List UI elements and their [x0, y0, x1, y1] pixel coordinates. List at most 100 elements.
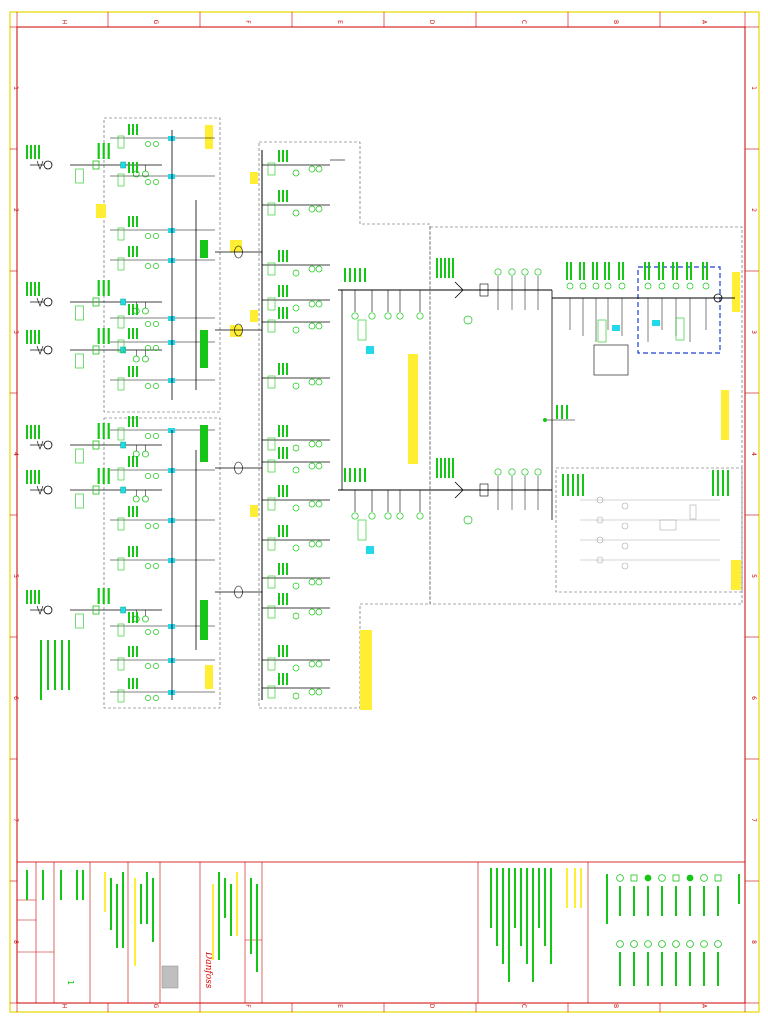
zone-number-right: 8 [750, 940, 757, 944]
generator-symbol [43, 485, 53, 495]
meter-symbol [315, 378, 323, 386]
title-line [212, 884, 214, 960]
breaker-symbol [92, 485, 100, 495]
label-strip [566, 405, 568, 419]
label-strip [354, 268, 356, 282]
note-line [538, 868, 540, 928]
meter-symbol [142, 450, 149, 458]
relay-box [267, 605, 276, 619]
meter-symbol [315, 322, 323, 330]
note-line [502, 868, 504, 964]
meter-symbol [521, 468, 529, 476]
meter-symbol [308, 378, 316, 386]
meter-symbol [153, 321, 159, 327]
meter-symbol [604, 282, 612, 290]
legend-symbol [700, 940, 708, 948]
relay-box [267, 375, 276, 389]
legend-text [619, 886, 621, 916]
label-strip [286, 250, 288, 262]
control-loop [593, 344, 629, 376]
meter-symbol [292, 692, 300, 700]
label-strip [278, 525, 280, 537]
legend-symbol [672, 940, 680, 948]
note-line [566, 868, 568, 908]
legend-symbol [700, 874, 708, 882]
label-strip [26, 330, 28, 344]
meter-symbol [351, 512, 359, 520]
cable-symbol [234, 461, 243, 475]
label-strip [282, 250, 284, 262]
label-strip [128, 678, 130, 689]
zone-number-left: 3 [12, 330, 19, 334]
label-strip [34, 470, 36, 484]
meter-symbol [315, 205, 323, 213]
relay-box [75, 493, 84, 509]
label-strip [282, 285, 284, 297]
meter-symbol [153, 179, 159, 185]
generator-symbol [43, 605, 53, 615]
bus-label-block [200, 425, 208, 462]
label-strip [102, 280, 105, 296]
note-line [520, 868, 522, 946]
label-strip [448, 458, 450, 478]
note-line [508, 868, 510, 982]
label-strip [132, 678, 134, 689]
meter-symbol [672, 282, 680, 290]
label-strip [34, 145, 36, 159]
zone-number-left: 5 [12, 574, 19, 578]
transformer-panel [429, 226, 743, 605]
title-line [110, 878, 112, 930]
meter-symbol [384, 312, 392, 320]
label-strip [440, 458, 442, 478]
meter-symbol [315, 500, 323, 508]
meter-symbol [142, 615, 149, 623]
meter-symbol [315, 165, 323, 173]
relay-box [267, 319, 276, 333]
label-strip [34, 425, 36, 439]
relay-box [117, 257, 125, 271]
relay-box [117, 427, 125, 441]
zone-number-right: 7 [750, 818, 757, 822]
meter-symbol [368, 512, 376, 520]
legend-note-line [68, 640, 70, 690]
label-strip [102, 423, 105, 439]
feeder-panel-lower [103, 417, 221, 709]
aux-meter [621, 522, 629, 530]
label-strip [278, 250, 280, 262]
title-line [76, 870, 78, 900]
meter-symbol [592, 282, 600, 290]
label-strip [136, 646, 138, 657]
legend-symbol [630, 940, 638, 948]
legend-text [675, 886, 677, 916]
relay-box [75, 168, 84, 184]
meter-symbol [308, 322, 316, 330]
label-strip [34, 330, 36, 344]
bus-label-block [200, 600, 208, 640]
label-strip [567, 474, 569, 496]
title-line [26, 870, 28, 900]
meter-symbol [153, 433, 159, 439]
transformer-circuits [543, 262, 735, 570]
label-strip [132, 162, 134, 173]
legend-text [689, 886, 691, 916]
meter-symbol [579, 282, 587, 290]
title-line [152, 878, 154, 942]
meter-symbol [292, 209, 300, 217]
breaker-symbol [92, 605, 100, 615]
zone-number-right: 4 [750, 452, 757, 456]
zone-number-right: 6 [750, 696, 757, 700]
ct-symbol [652, 320, 660, 326]
meter-symbol [308, 205, 316, 213]
label-strip [452, 258, 454, 278]
zone-letter-bottom: C [520, 1004, 527, 1008]
label-strip [622, 262, 624, 280]
label-strip [562, 474, 564, 496]
label-strip [717, 470, 719, 496]
ct-symbol [120, 298, 126, 306]
meter-symbol [308, 500, 316, 508]
meter-symbol [153, 141, 159, 147]
zone-letter-top: H [61, 20, 68, 25]
inner-border [16, 26, 746, 1004]
label-strip [582, 474, 584, 496]
label-strip [128, 162, 130, 173]
